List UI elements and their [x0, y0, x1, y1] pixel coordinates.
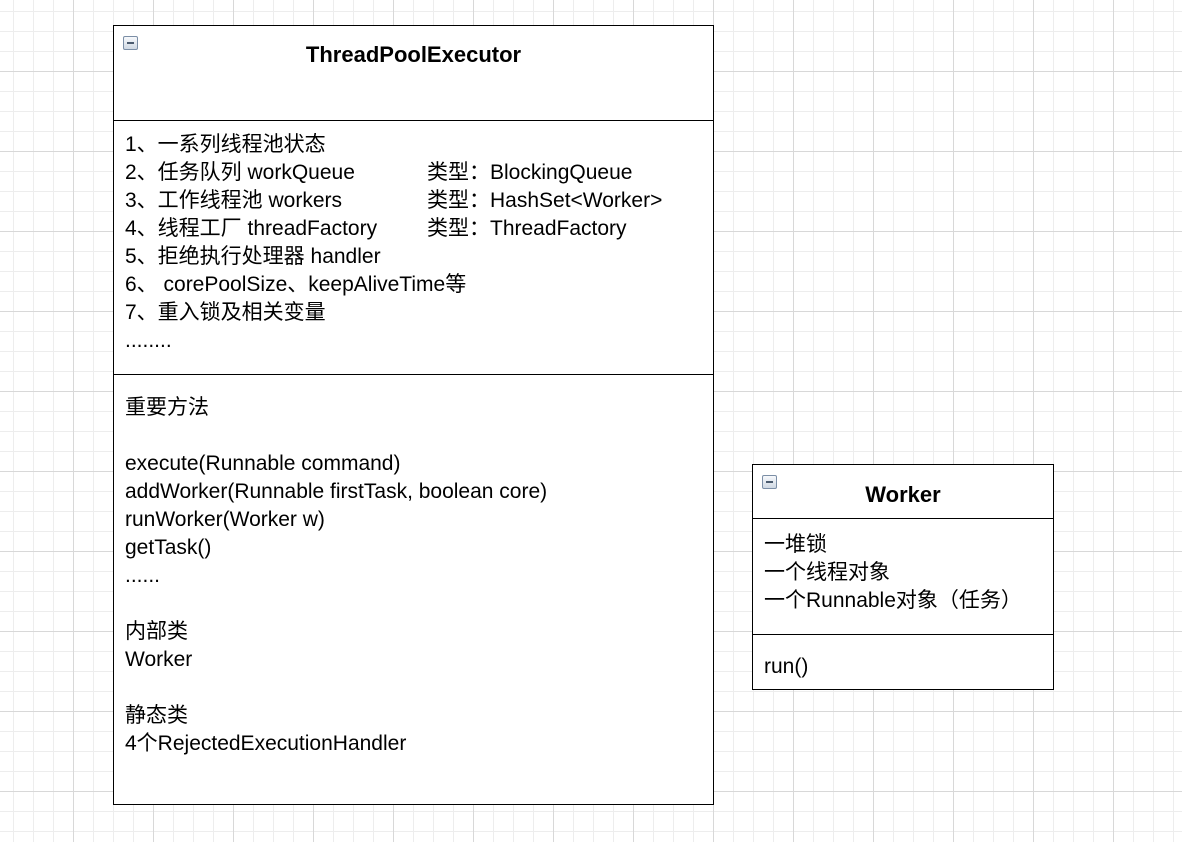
- methods-heading: 重要方法: [125, 396, 209, 419]
- attribute-row: 4、线程工厂 threadFactory 类型：ThreadFactory: [125, 215, 713, 243]
- static-class-heading: 静态类: [125, 704, 188, 727]
- attribute-name: ........: [125, 329, 172, 352]
- spacer: [125, 590, 713, 618]
- thread-pool-executor-class[interactable]: ThreadPoolExecutor 1、一系列线程池状态 2、任务队列 wor…: [113, 25, 714, 805]
- method-row: ......: [125, 564, 161, 587]
- attribute-row: 3、工作线程池 workers 类型：HashSet<Worker>: [125, 187, 713, 215]
- collapse-icon[interactable]: [762, 475, 777, 489]
- worker-header[interactable]: Worker: [753, 465, 1053, 519]
- inner-class-heading: 内部类: [125, 620, 188, 643]
- attributes-compartment: 一堆锁 一个线程对象 一个Runnable对象（任务）: [753, 519, 1053, 635]
- attribute-row: 一个Runnable对象（任务）: [764, 589, 1022, 612]
- attributes-compartment: 1、一系列线程池状态 2、任务队列 workQueue 类型：BlockingQu…: [114, 121, 713, 375]
- inner-class-name: Worker: [125, 648, 193, 671]
- attribute-row: 一个线程对象: [764, 561, 890, 584]
- attribute-type: 类型：BlockingQueue: [427, 161, 633, 184]
- method-row: addWorker(Runnable firstTask, boolean co…: [125, 480, 548, 503]
- attribute-name: 7、重入锁及相关变量: [125, 301, 326, 324]
- method-row: getTask(): [125, 536, 212, 559]
- attribute-name: 3、工作线程池 workers: [125, 189, 343, 212]
- thread-pool-executor-header[interactable]: ThreadPoolExecutor: [114, 26, 713, 121]
- attribute-row: 5、拒绝执行处理器 handler: [125, 243, 713, 271]
- class-title: Worker: [865, 482, 941, 507]
- attribute-row: 一堆锁: [764, 533, 827, 556]
- spacer: [125, 674, 713, 702]
- method-row: runWorker(Worker w): [125, 508, 325, 531]
- attribute-type: 类型：HashSet<Worker>: [427, 189, 663, 212]
- collapse-icon[interactable]: [123, 36, 138, 50]
- attribute-name: 1、一系列线程池状态: [125, 133, 326, 156]
- attribute-type: 类型：ThreadFactory: [427, 217, 627, 240]
- methods-compartment: 重要方法 execute(Runnable command) addWorker…: [114, 375, 713, 804]
- attribute-row: 2、任务队列 workQueue 类型：BlockingQueue: [125, 159, 713, 187]
- class-title: ThreadPoolExecutor: [305, 42, 522, 67]
- attribute-row: 7、重入锁及相关变量: [125, 299, 713, 327]
- method-row: execute(Runnable command): [125, 452, 401, 475]
- attribute-name: 6、 corePoolSize、keepAliveTime等: [125, 273, 467, 296]
- methods-compartment: run(): [753, 635, 1053, 689]
- method-row: run(): [764, 655, 809, 678]
- attribute-name: 4、线程工厂 threadFactory: [125, 217, 378, 240]
- attribute-row: 6、 corePoolSize、keepAliveTime等: [125, 271, 713, 299]
- worker-class[interactable]: Worker 一堆锁 一个线程对象 一个Runnable对象（任务） run(): [752, 464, 1054, 690]
- attribute-row: ........: [125, 327, 713, 355]
- attribute-name: 2、任务队列 workQueue: [125, 161, 355, 184]
- static-class-name: 4个RejectedExecutionHandler: [125, 732, 407, 755]
- attribute-row: 1、一系列线程池状态: [125, 131, 713, 159]
- spacer: [125, 422, 713, 450]
- attribute-name: 5、拒绝执行处理器 handler: [125, 245, 381, 268]
